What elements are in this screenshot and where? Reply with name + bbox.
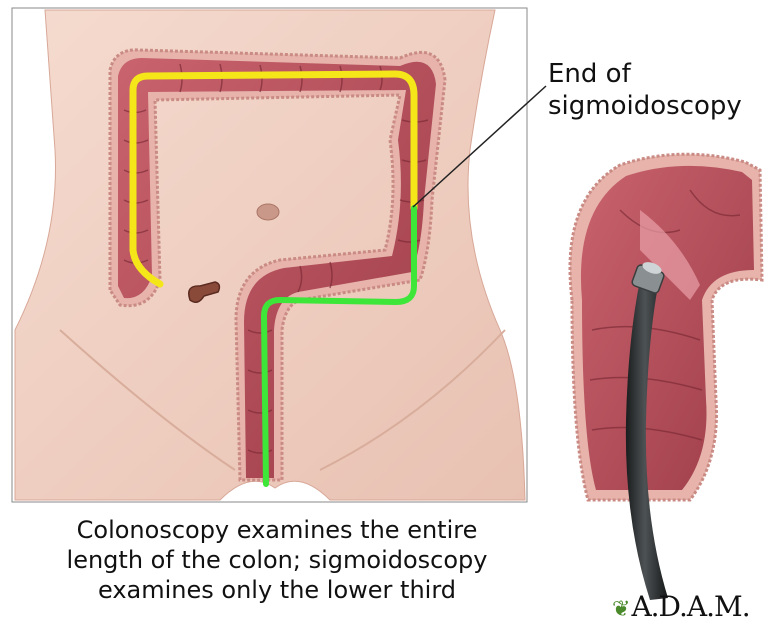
adam-logo: ❦A.D.A.M. (612, 590, 750, 623)
end-label-line-2: sigmoidoscopy (548, 90, 742, 122)
caption: Colonoscopy examines the entire length o… (0, 515, 554, 605)
inset-colon-section (570, 154, 762, 500)
caption-line-2: length of the colon; sigmoidoscopy (0, 545, 554, 575)
caption-line-1: Colonoscopy examines the entire (0, 515, 554, 545)
end-of-sigmoidoscopy-label: End of sigmoidoscopy (548, 58, 742, 122)
leaf-icon: ❦ (612, 597, 629, 622)
navel (257, 204, 279, 220)
caption-line-3: examines only the lower third (0, 575, 554, 605)
brand-text: A.D.A.M. (631, 590, 749, 623)
end-label-line-1: End of (548, 58, 742, 90)
